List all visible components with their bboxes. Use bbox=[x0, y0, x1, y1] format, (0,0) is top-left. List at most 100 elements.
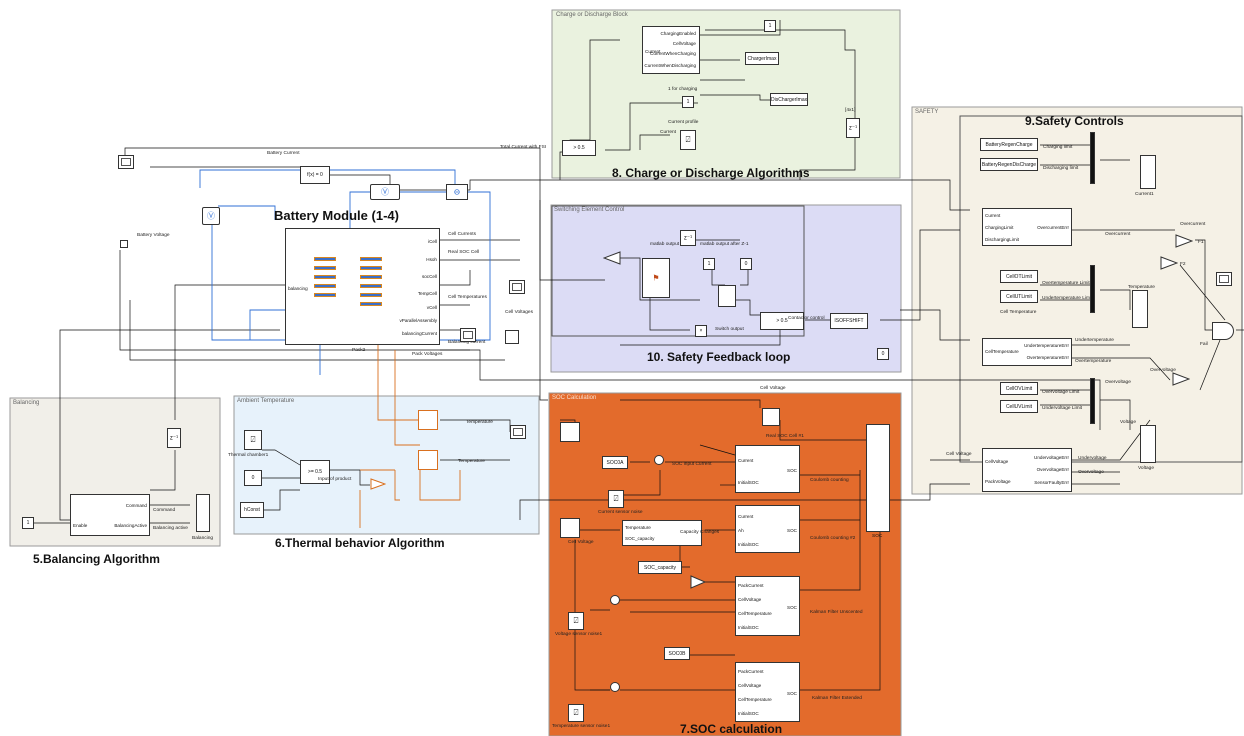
voltage-noise-block[interactable]: ⍁ bbox=[568, 612, 584, 630]
mux-voltage bbox=[1090, 378, 1095, 424]
thermal-source-a[interactable] bbox=[418, 410, 438, 430]
port-current-when-discharging: CurrentWhenDischarging bbox=[644, 63, 696, 68]
matlab-function-block[interactable]: ⚑ bbox=[642, 258, 670, 298]
overcurrent-block[interactable]: Current ChargingLimit DischargingLimit O… bbox=[982, 208, 1072, 246]
switching-const-a[interactable]: 1 bbox=[703, 258, 715, 270]
and-gate[interactable] bbox=[1212, 322, 1234, 340]
soc-selector-a[interactable] bbox=[762, 408, 780, 426]
thermal-source-b[interactable] bbox=[418, 450, 438, 470]
voltage-scope[interactable] bbox=[1140, 425, 1156, 463]
port-soc-cell: socCell bbox=[421, 274, 437, 279]
switching-gain[interactable] bbox=[603, 251, 621, 265]
cell-uv-block[interactable]: CellUVLimit bbox=[1000, 400, 1038, 413]
port-ekf-cell-voltage: CellVoltage bbox=[738, 683, 762, 688]
battery-pack-block[interactable]: iCell Hsoh socCell TempCell vCell vParal… bbox=[285, 228, 440, 345]
balancing-scope-label: Balancing bbox=[192, 536, 214, 541]
switching-const-b[interactable]: 0 bbox=[740, 258, 752, 270]
balancing-current-scope[interactable] bbox=[460, 328, 476, 342]
temperature-scope[interactable] bbox=[1132, 290, 1148, 328]
port-cap-temp: Temperature bbox=[625, 525, 651, 530]
coulomb-counting-block[interactable]: Current InitialSOC SOC bbox=[735, 445, 800, 493]
charger-imax-block[interactable]: ChargerImax bbox=[745, 52, 779, 65]
ekf-block[interactable]: PackCurrent CellVoltage CellTemperature … bbox=[735, 662, 800, 722]
overcurrent-gain[interactable] bbox=[1175, 234, 1193, 248]
charge-caption: 8. Charge or Discharge Algorithms bbox=[612, 166, 810, 180]
soc-region-title: SOC Calculation bbox=[552, 395, 597, 401]
contactor-switch[interactable]: > 0.5 bbox=[760, 312, 804, 330]
soc-cell-voltage2-label: Cell Voltage bbox=[568, 540, 594, 545]
cell-currents-label: Cell Currents bbox=[448, 232, 476, 237]
current-profile-block[interactable]: ⍁ bbox=[680, 130, 696, 150]
voltage-sensor-block[interactable]: Ⓥ bbox=[202, 207, 220, 225]
switching-multiport[interactable] bbox=[718, 285, 736, 307]
regen-charge-block[interactable]: BatteryRegenCharge bbox=[980, 138, 1038, 151]
input-of-product-label: Input of product bbox=[318, 477, 352, 482]
cell-ut-block[interactable]: CellUTLimit bbox=[1000, 290, 1038, 303]
soc-cell-voltage-label: Cell Voltage bbox=[760, 386, 786, 391]
soc-selector-c[interactable] bbox=[560, 518, 580, 538]
cell-ot-block[interactable]: CellOTLimit bbox=[1000, 270, 1038, 283]
soc-gain[interactable] bbox=[690, 575, 706, 589]
battery-voltage-port[interactable] bbox=[120, 240, 128, 248]
soc-sum-c[interactable] bbox=[610, 682, 620, 692]
soc-sum-b[interactable] bbox=[610, 595, 620, 605]
charging-limit-label: Charging limit bbox=[1043, 145, 1073, 150]
current-noise-block[interactable]: ⍁ bbox=[608, 490, 624, 508]
soc-scope[interactable] bbox=[866, 424, 890, 532]
temp-noise-block[interactable]: ⍁ bbox=[568, 704, 584, 722]
charge-delay-block[interactable]: z⁻¹ bbox=[846, 118, 860, 138]
overvoltage-gain[interactable] bbox=[1172, 372, 1190, 386]
voltage-label: Voltage bbox=[1120, 420, 1137, 425]
port-oc-discharging-limit: DischargingLimit bbox=[985, 237, 1019, 242]
overvoltage-out-label: Overvoltage bbox=[1150, 368, 1176, 373]
soc-sum-a[interactable] bbox=[654, 455, 664, 465]
open-shift-block[interactable]: ISOFFSHIFT bbox=[830, 313, 868, 329]
switching-delay-block[interactable]: z⁻¹ bbox=[680, 230, 696, 246]
battery-voltage-scope[interactable] bbox=[118, 155, 134, 169]
tconst-block[interactable]: hConst bbox=[240, 502, 264, 518]
charge-discharge-block[interactable]: ChargingEnabled CellVoltage CurrentWhenC… bbox=[642, 26, 700, 74]
switching-mult[interactable]: × bbox=[695, 325, 707, 337]
solver-config-block[interactable]: f(x) = 0 bbox=[300, 166, 330, 184]
port-ukf-initial: InitialSOC bbox=[738, 625, 759, 630]
coulomb-counting-2-block[interactable]: Current Ah InitialSOC SOC bbox=[735, 505, 800, 553]
switching-inner-bg bbox=[551, 205, 805, 337]
ambient-temperature-scope[interactable] bbox=[510, 425, 526, 439]
f2-gain[interactable] bbox=[1160, 256, 1178, 270]
voltage-scope-label: Voltage bbox=[1138, 466, 1155, 471]
current1-scope[interactable] bbox=[1140, 155, 1156, 189]
soc-capacity-block[interactable]: SOC_capacity bbox=[638, 561, 682, 574]
balancing-delay-block[interactable]: z⁻¹ bbox=[167, 428, 181, 448]
switching-const-c[interactable]: 0 bbox=[877, 348, 889, 360]
cell-ov-block[interactable]: CellOVLimit bbox=[1000, 382, 1038, 395]
current-sensor-b-block[interactable]: ⊖ bbox=[446, 184, 468, 200]
current-sensor-block[interactable]: Ⓥ bbox=[370, 184, 400, 200]
port-ov-err: OvervoltageErrr bbox=[1036, 467, 1069, 472]
ambient-caption: 6.Thermal behavior Algorithm bbox=[275, 536, 445, 550]
ambient-const-zero[interactable]: 0 bbox=[244, 470, 262, 486]
temperature-error-block[interactable]: CellTemperature UndertemperatureErrr Ove… bbox=[982, 338, 1072, 366]
port-cell-voltage-in: CellVoltage bbox=[985, 459, 1009, 464]
regen-discharge-block[interactable]: BatteryRegenDisCharge bbox=[980, 158, 1038, 171]
const-one-b-block[interactable]: 1 bbox=[682, 96, 694, 108]
cell-voltages-selector[interactable] bbox=[505, 330, 519, 344]
capacity-change-block[interactable]: Temperature SOC_capacity bbox=[622, 520, 702, 546]
balancing-const[interactable]: 1 bbox=[22, 517, 34, 529]
ukf-block[interactable]: PackCurrent CellVoltage CellTemperature … bbox=[735, 576, 800, 636]
cell-temperatures-scope[interactable] bbox=[509, 280, 525, 294]
soc0b-block[interactable]: SOC0B bbox=[664, 647, 690, 660]
discharger-imax-block[interactable]: DisChargerImax bbox=[770, 93, 808, 106]
const-one-block[interactable]: 1 bbox=[764, 20, 776, 32]
balancing-scope[interactable] bbox=[196, 494, 210, 532]
ambient-switch[interactable]: >= 0.5 bbox=[300, 460, 330, 484]
charge-region-title: Charge or Discharge Block bbox=[556, 12, 628, 18]
charge-switch-block[interactable]: > 0.5 bbox=[562, 140, 596, 156]
voltage-error-block[interactable]: CellVoltage PackVoltage UndervoltageErrr… bbox=[982, 448, 1072, 492]
soc-selector-b[interactable] bbox=[560, 422, 580, 442]
ambient-gain[interactable] bbox=[370, 478, 386, 490]
balancing-algorithm-block[interactable]: Enable Command BalancingActive bbox=[70, 494, 150, 536]
fail-scope[interactable] bbox=[1216, 272, 1232, 286]
soc0a-block[interactable]: SOC0A bbox=[602, 456, 628, 469]
port-hsoh: Hsoh bbox=[426, 257, 437, 262]
thermal-chamber-block[interactable]: ⍁ bbox=[244, 430, 262, 450]
